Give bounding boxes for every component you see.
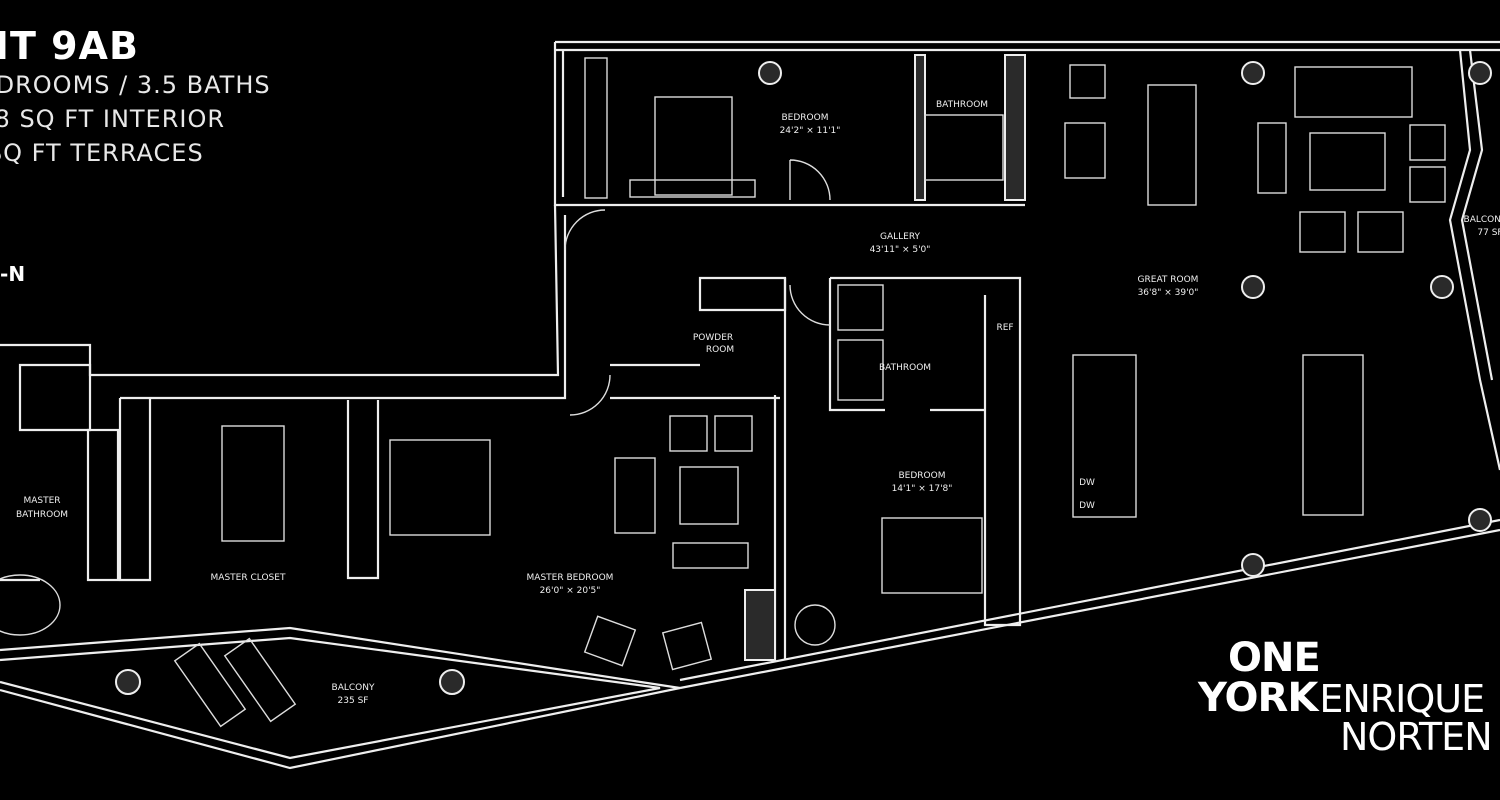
columns <box>115 61 1492 695</box>
label-master-closet: MASTER CLOSET <box>211 573 286 583</box>
doors <box>564 159 831 416</box>
furniture <box>0 57 1446 728</box>
logo-architect-first: ENRIQUE <box>1319 677 1485 721</box>
dims-master-bedroom: 26'0" × 20'5" <box>540 586 601 596</box>
label-master-bathroom-2: BATHROOM <box>16 510 68 520</box>
dims-gallery: 43'11" × 5'0" <box>870 245 931 255</box>
logo-architect-last: NORTEN <box>1340 715 1493 759</box>
label-gallery: GALLERY <box>880 232 921 242</box>
label-bedroom-mid: BEDROOM <box>899 471 946 481</box>
label-master-bedroom: MASTER BEDROOM <box>527 573 614 583</box>
interior-walls <box>0 54 1026 661</box>
label-bathroom-mid: BATHROOM <box>879 363 931 373</box>
north-label: N <box>8 262 26 286</box>
spec-interior: 558 SQ FT INTERIOR <box>0 105 226 133</box>
dims-bedroom-top: 24'2" × 11'1" <box>780 126 841 136</box>
label-ref: REF <box>996 323 1013 333</box>
label-dw-1: DW <box>1079 478 1095 488</box>
label-powder-room-2: ROOM <box>706 345 734 355</box>
room-labels: BEDROOM 24'2" × 11'1" BATHROOM GALLERY 4… <box>16 100 1500 706</box>
spec-terraces: 2 SQ FT TERRACES <box>0 139 204 167</box>
label-great-room: GREAT ROOM <box>1138 275 1199 285</box>
dims-great-room: 36'8" × 39'0" <box>1138 288 1199 298</box>
label-bedroom-top: BEDROOM <box>782 113 829 123</box>
unit-info: NIT 9AB BEDROOMS / 3.5 BATHS 558 SQ FT I… <box>0 24 271 170</box>
unit-title: NIT 9AB <box>0 24 139 68</box>
dims-balcony-left: 235 SF <box>338 696 369 706</box>
label-dw-2: DW <box>1079 501 1095 511</box>
spec-bedrooms-baths: BEDROOMS / 3.5 BATHS <box>0 71 271 99</box>
logo-york: YORK <box>1198 675 1318 721</box>
dims-balcony-right: 77 SF <box>1477 228 1500 238</box>
brand-logo: ONE YORK ENRIQUE NORTEN <box>1198 635 1493 759</box>
label-master-bathroom: MASTER <box>23 496 60 506</box>
dims-bedroom-mid: 14'1" × 17'8" <box>892 484 953 494</box>
label-balcony-right: BALCONY <box>1464 215 1500 225</box>
north-indicator: -N <box>0 262 25 286</box>
logo-one: ONE <box>1228 635 1321 681</box>
north-arrow-icon: - <box>0 262 9 286</box>
label-balcony-left: BALCONY <box>332 683 375 693</box>
label-bathroom-top: BATHROOM <box>936 100 988 110</box>
label-powder-room: POWDER <box>693 333 733 343</box>
